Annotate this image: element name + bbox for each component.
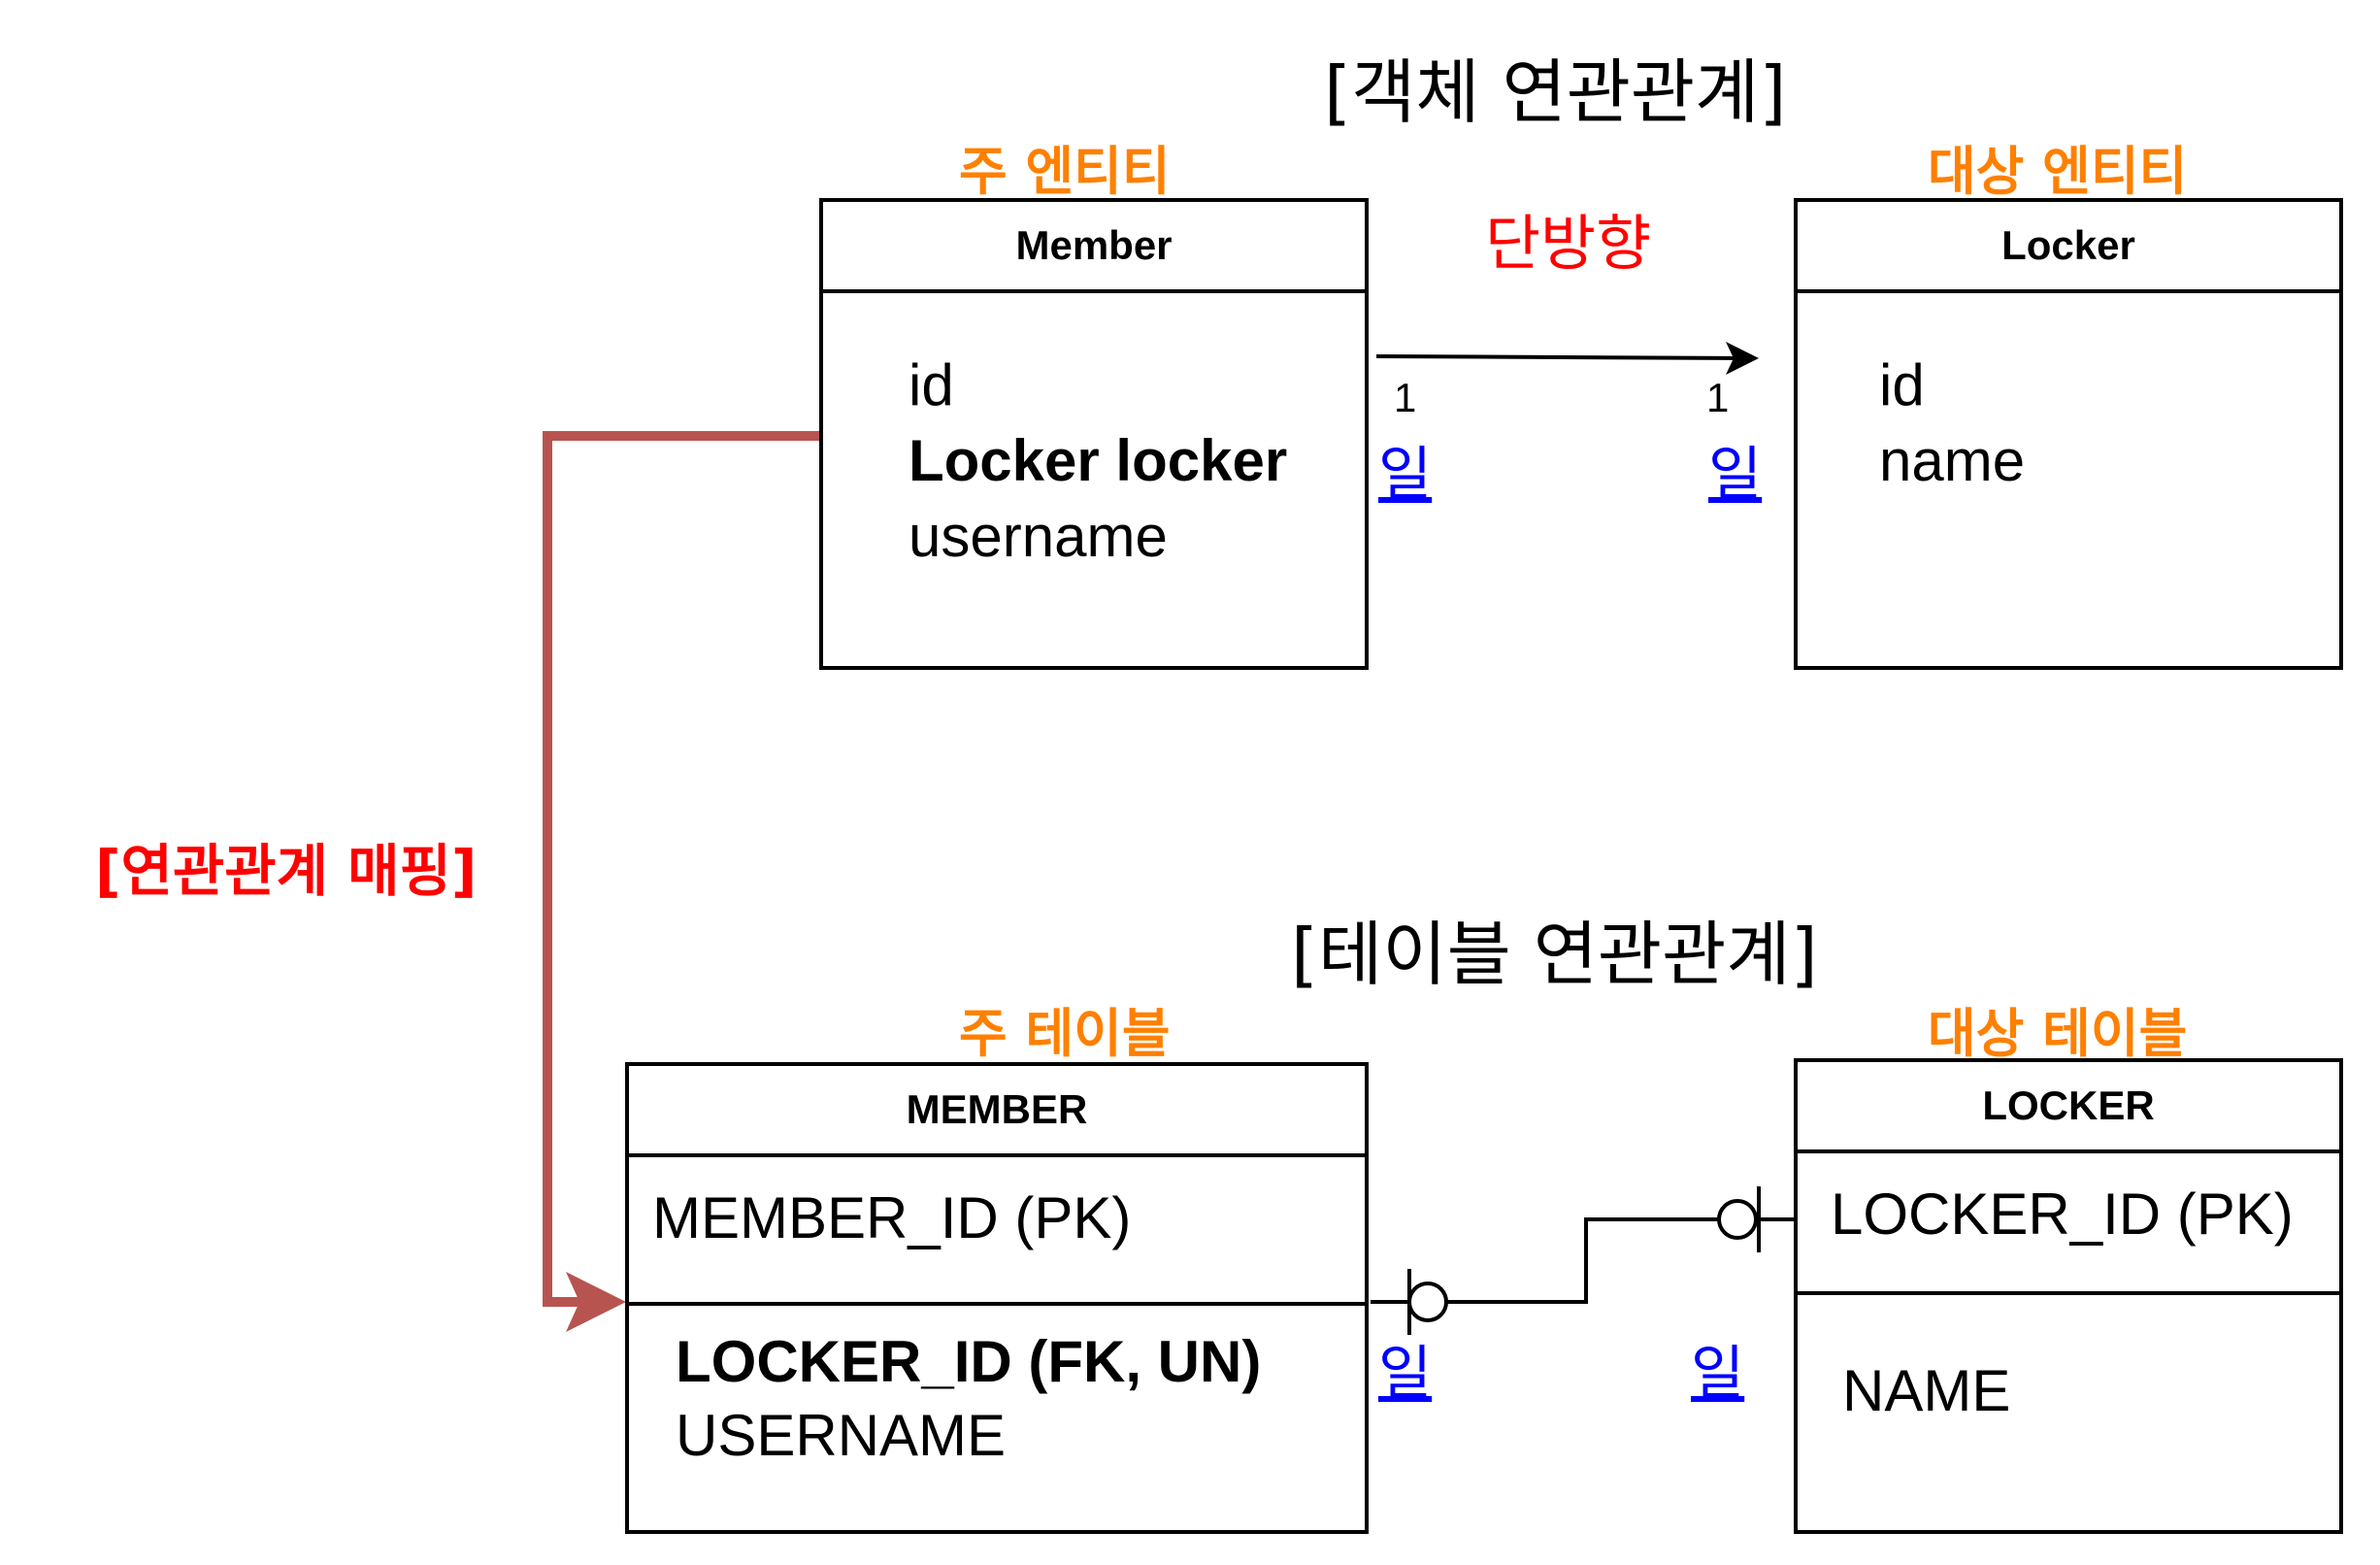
- member-table-title: MEMBER: [629, 1066, 1365, 1157]
- locker-table-title: LOCKER: [1798, 1062, 2339, 1153]
- member-field-username: username: [909, 504, 1168, 569]
- one-label-object-left: 일: [1378, 441, 1433, 509]
- member-field-locker: Locker locker: [909, 428, 1288, 493]
- locker-entity-title: Locker: [1798, 202, 2339, 293]
- locker-field-id: id: [1879, 352, 1925, 417]
- one-label-table-left: 일: [1378, 1340, 1433, 1408]
- table-relationship-line: [1371, 1186, 1795, 1335]
- locker-field-name: name: [1879, 428, 2026, 493]
- locker-name-column: NAME: [1842, 1358, 2011, 1423]
- one-label-table-right: 일: [1691, 1340, 1745, 1408]
- member-field-id: id: [909, 352, 954, 417]
- member-entity-box: Member id Locker locker username: [819, 198, 1369, 670]
- locker-table-divider: [1798, 1291, 2339, 1295]
- target-table-label: 대상 테이블: [1928, 1003, 2188, 1064]
- locker-entity-box: Locker id name: [1794, 198, 2343, 670]
- unidirectional-label: 단방향: [1485, 208, 1652, 279]
- object-association-heading: [객체 연관관계]: [1324, 51, 1787, 133]
- table-association-heading: [테이블 연관관계]: [1291, 914, 1818, 995]
- member-entity-title: Member: [823, 202, 1365, 293]
- object-association-arrow: [1375, 342, 1759, 375]
- association-mapping-label: [연관관계 매핑]: [95, 838, 478, 904]
- main-entity-label: 주 엔티티: [959, 141, 1171, 202]
- member-table-box: MEMBER MEMBER_ID (PK) LOCKER_ID (FK, UN)…: [625, 1062, 1369, 1534]
- locker-pk-column: LOCKER_ID (PK): [1831, 1182, 2294, 1247]
- multiplicity-left: 1: [1394, 375, 1417, 420]
- member-username-column: USERNAME: [676, 1403, 1007, 1468]
- member-fk-column: LOCKER_ID (FK, UN): [676, 1329, 1262, 1394]
- member-table-divider: [629, 1302, 1365, 1306]
- one-label-object-right: 일: [1708, 441, 1763, 509]
- main-table-label: 주 테이블: [959, 1003, 1171, 1064]
- locker-table-box: LOCKER LOCKER_ID (PK) NAME: [1794, 1058, 2343, 1534]
- multiplicity-right: 1: [1706, 375, 1730, 420]
- member-pk-column: MEMBER_ID (PK): [652, 1185, 1132, 1250]
- mapping-arrow: [543, 431, 821, 1332]
- target-entity-label: 대상 엔티티: [1928, 141, 2188, 202]
